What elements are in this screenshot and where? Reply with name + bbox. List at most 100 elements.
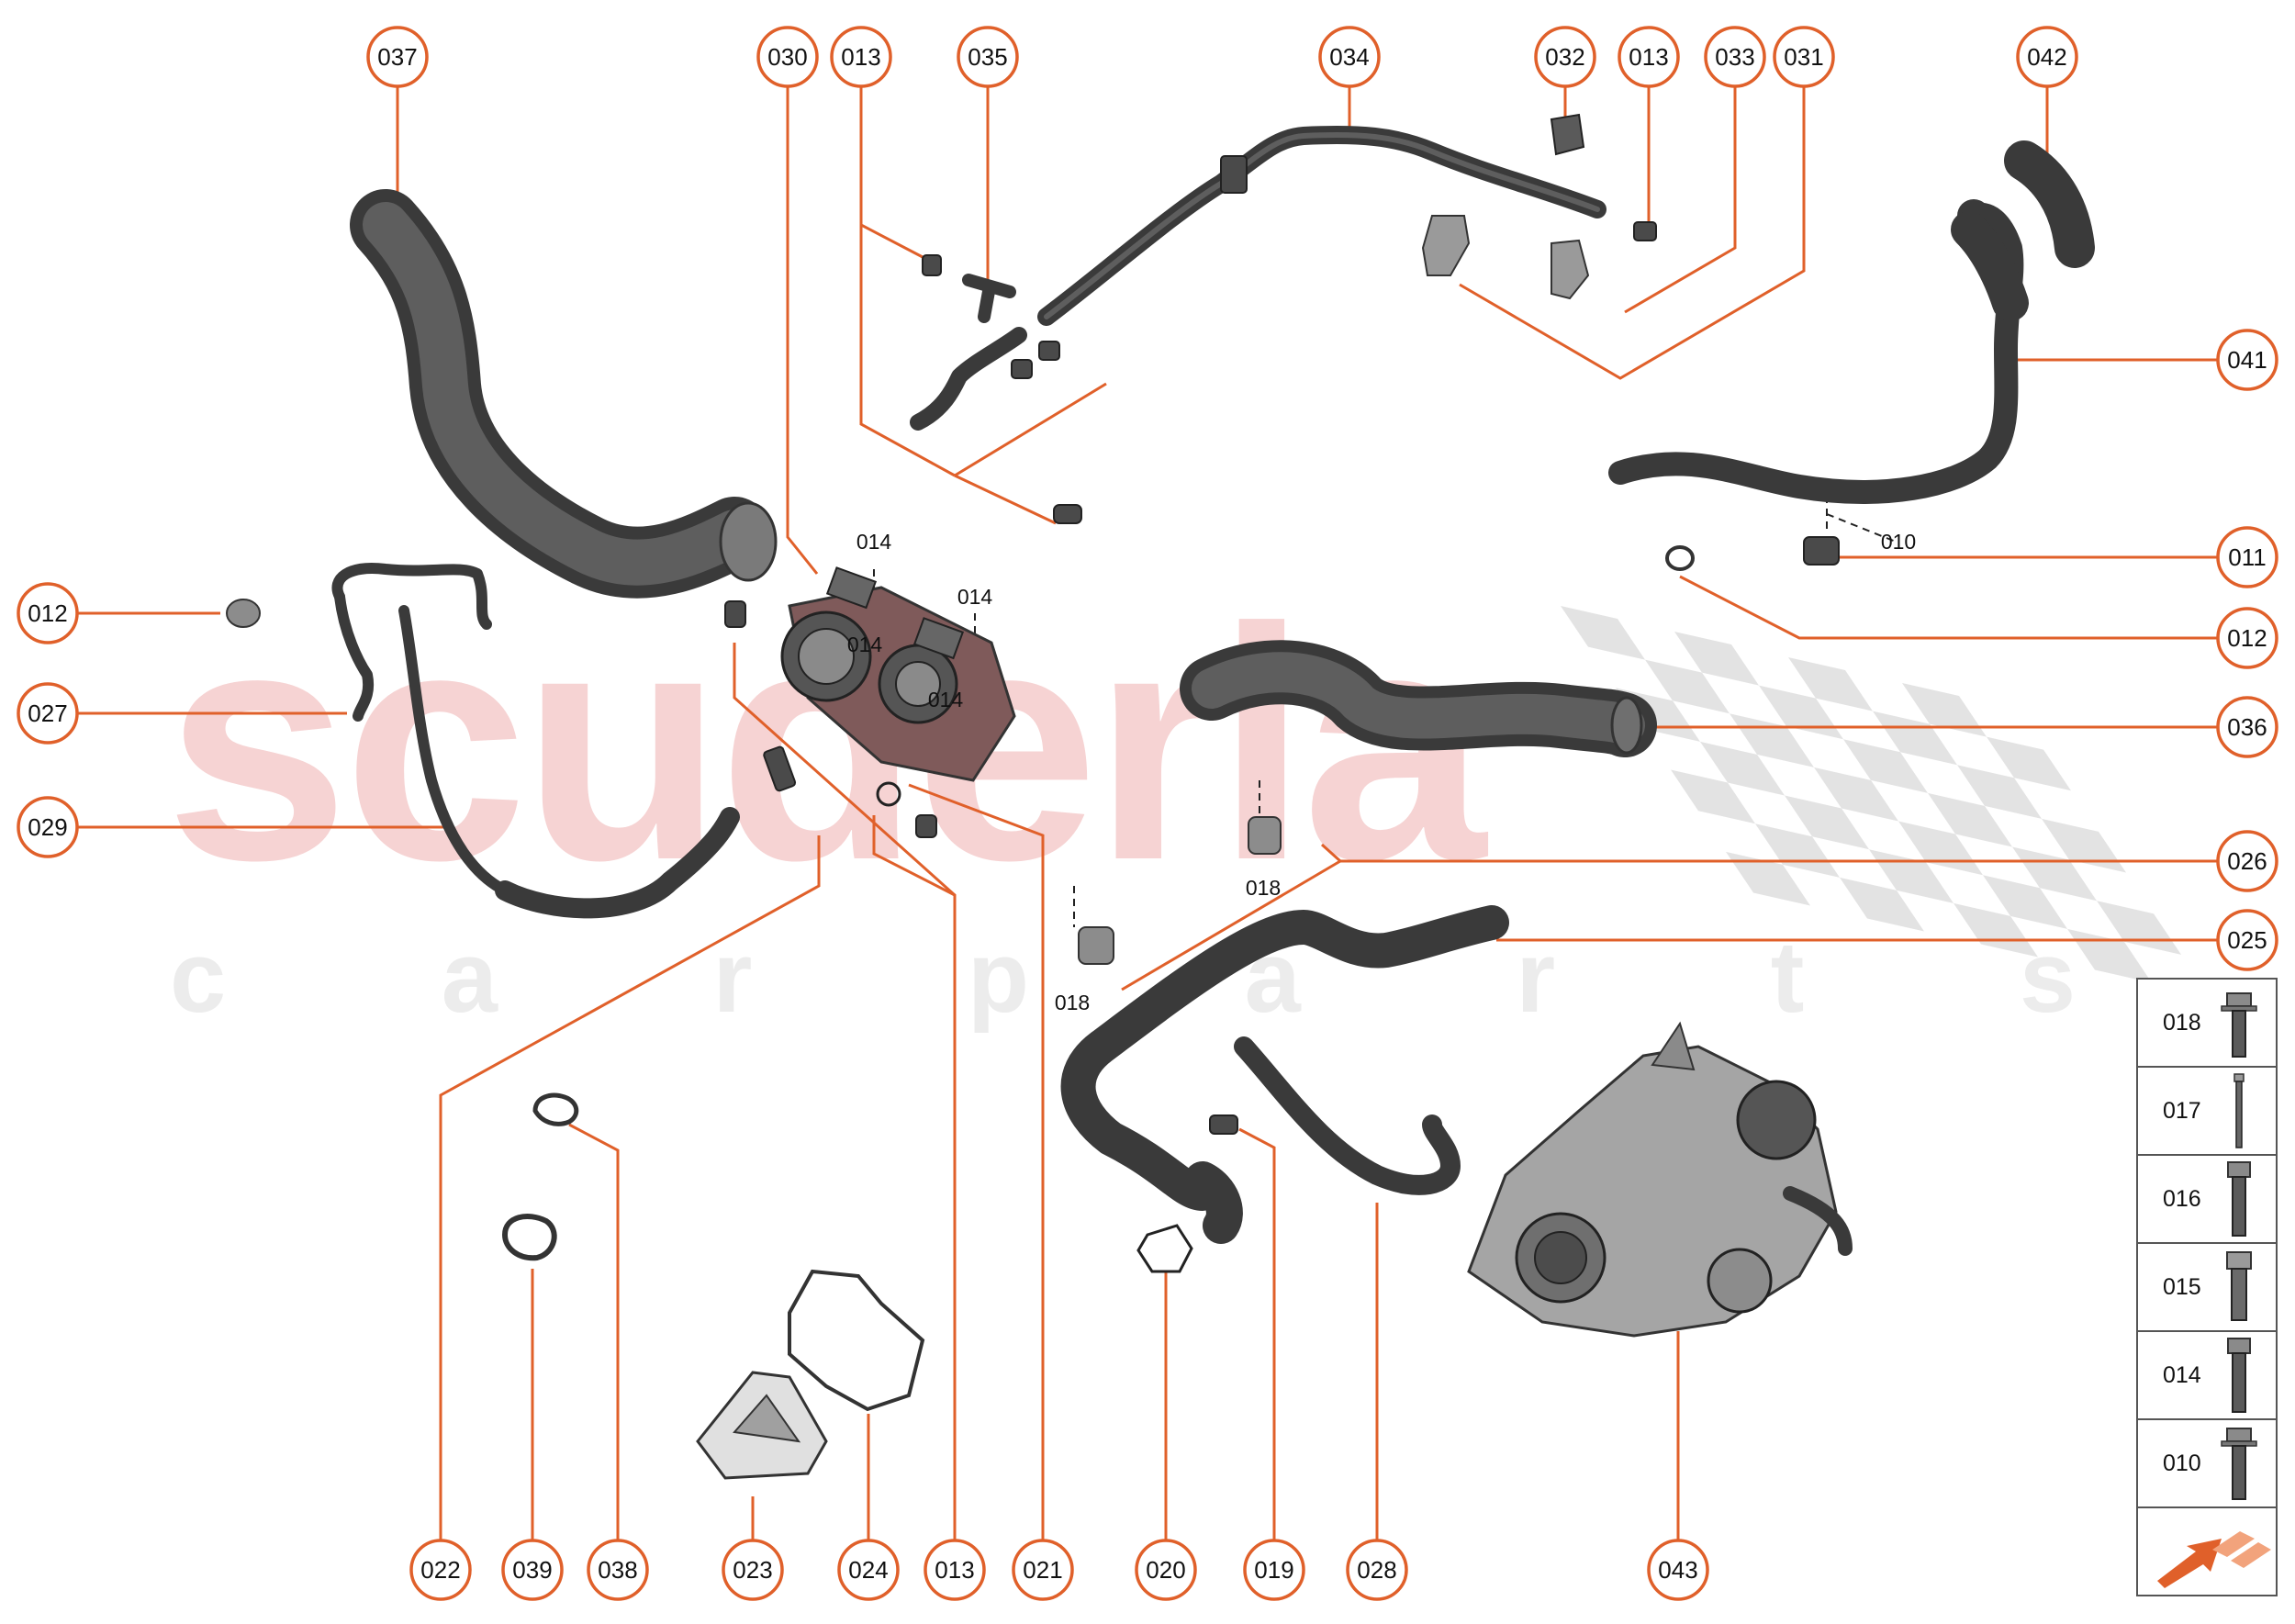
svg-text:013: 013 (935, 1556, 974, 1584)
callout-029[interactable]: 029 (17, 796, 79, 858)
hose-028 (1234, 1036, 1461, 1195)
callout-043[interactable]: 043 (1647, 1539, 1709, 1601)
callout-013[interactable]: 013 (1618, 26, 1680, 88)
bracket-033 (1551, 239, 1590, 300)
flag-square (1726, 851, 1810, 906)
flag-square (1873, 711, 1957, 766)
callout-019[interactable]: 019 (1243, 1539, 1305, 1601)
callout-033[interactable]: 033 (1704, 26, 1766, 88)
flag-square (1700, 741, 1785, 796)
callout-041[interactable]: 041 (2216, 329, 2278, 391)
callout-022[interactable]: 022 (409, 1539, 472, 1601)
callout-036[interactable]: 036 (2216, 696, 2278, 758)
callout-031[interactable]: 031 (1773, 26, 1835, 88)
svg-text:039: 039 (512, 1556, 552, 1584)
callout-028[interactable]: 028 (1346, 1539, 1408, 1601)
legend-row-015[interactable]: 015 (2136, 1242, 2278, 1332)
flag-square (1843, 739, 1928, 793)
svg-text:041: 041 (2227, 346, 2267, 374)
legend-row-010[interactable]: 010 (2136, 1418, 2278, 1508)
outlet-hose-036 (1180, 640, 1657, 757)
water-pump-043 (1467, 1021, 1853, 1338)
callout-042[interactable]: 042 (2016, 26, 2078, 88)
flag-square (1928, 792, 2012, 847)
callout-038[interactable]: 038 (587, 1539, 649, 1601)
callout-039[interactable]: 039 (501, 1539, 564, 1601)
callout-012[interactable]: 012 (17, 582, 79, 644)
inline-label-014: 014 (847, 633, 883, 656)
callout-032[interactable]: 032 (1534, 26, 1596, 88)
flag-square (1840, 877, 1924, 932)
callout-030[interactable]: 030 (756, 26, 819, 88)
bleed-hose-029 (331, 563, 740, 919)
callout-027[interactable]: 027 (17, 682, 79, 745)
flag-square (1788, 657, 1873, 711)
callout-034[interactable]: 034 (1318, 26, 1381, 88)
flag-square (1957, 765, 2042, 819)
fastener-legend: 018 017 016 015 (2136, 978, 2278, 1596)
flag-square (1814, 767, 1898, 822)
svg-text:028: 028 (1357, 1556, 1396, 1584)
flag-square (1785, 795, 1869, 850)
next-page-arrow-icon (2157, 1531, 2271, 1588)
legend-row-016[interactable]: 016 (2136, 1154, 2278, 1244)
callout-037[interactable]: 037 (366, 26, 429, 88)
callout-013[interactable]: 013 (924, 1539, 986, 1601)
svg-text:012: 012 (2227, 624, 2267, 652)
svg-text:029: 029 (28, 813, 67, 841)
callout-026[interactable]: 026 (2216, 830, 2278, 892)
seal-020 (1136, 1224, 1193, 1273)
sensor-022 (763, 745, 797, 792)
svg-text:034: 034 (1329, 43, 1369, 71)
t-connector-035 (910, 254, 1082, 524)
gasket-024 (788, 1269, 925, 1412)
callout-021[interactable]: 021 (1012, 1539, 1074, 1601)
svg-text:033: 033 (1715, 43, 1754, 71)
callout-020[interactable]: 020 (1135, 1539, 1197, 1601)
svg-text:042: 042 (2027, 43, 2066, 71)
svg-text:021: 021 (1023, 1556, 1062, 1584)
hex-bolt-icon (2227, 1338, 2251, 1413)
hex-bolt-short-icon (2226, 1251, 2252, 1321)
flag-square (1671, 769, 1755, 824)
clamp-019 (1209, 1114, 1238, 1135)
inline-label-010: 010 (1881, 530, 1916, 554)
thermostat-housing-030 (780, 566, 1016, 782)
callout-013[interactable]: 013 (830, 26, 892, 88)
callout-012[interactable]: 012 (2216, 607, 2278, 669)
inline-label-018: 018 (1055, 991, 1090, 1014)
flag-square (2042, 818, 2126, 873)
callout-035[interactable]: 035 (957, 26, 1019, 88)
clip-012 (1665, 545, 1695, 571)
clamp-026-b (1078, 926, 1114, 965)
callouts: 037 030 013 035 034 032 013 033 031 042 … (17, 26, 2278, 1601)
legend-label: 016 (2163, 1186, 2201, 1212)
watermark: scuderia c a r p a r t s (165, 560, 2181, 1034)
legend-row-014[interactable]: 014 (2136, 1330, 2278, 1420)
flag-square (1983, 875, 2067, 929)
parts (226, 113, 2095, 1480)
legend-next-button[interactable] (2136, 1506, 2278, 1596)
svg-text:032: 032 (1545, 43, 1584, 71)
svg-text:013: 013 (1629, 43, 1668, 71)
inline-label-014: 014 (957, 585, 993, 609)
legend-row-018[interactable]: 018 (2136, 978, 2278, 1068)
svg-text:043: 043 (1658, 1556, 1697, 1584)
callout-023[interactable]: 023 (722, 1539, 784, 1601)
clamp-013-lower (915, 814, 937, 838)
flag-square (1645, 659, 1730, 714)
flag-square (1674, 632, 1759, 686)
svg-text:036: 036 (2227, 713, 2267, 741)
legend-row-017[interactable]: 017 (2136, 1066, 2278, 1156)
callout-024[interactable]: 024 (837, 1539, 900, 1601)
svg-text:012: 012 (28, 599, 67, 627)
svg-text:019: 019 (1254, 1556, 1293, 1584)
callout-025[interactable]: 025 (2216, 909, 2278, 971)
legend-label: 014 (2163, 1362, 2201, 1388)
svg-text:026: 026 (2227, 847, 2267, 875)
svg-text:024: 024 (848, 1556, 888, 1584)
callout-011[interactable]: 011 (2216, 526, 2278, 588)
hose-clamp-039 (501, 1214, 557, 1261)
hose-042 (2004, 140, 2095, 268)
